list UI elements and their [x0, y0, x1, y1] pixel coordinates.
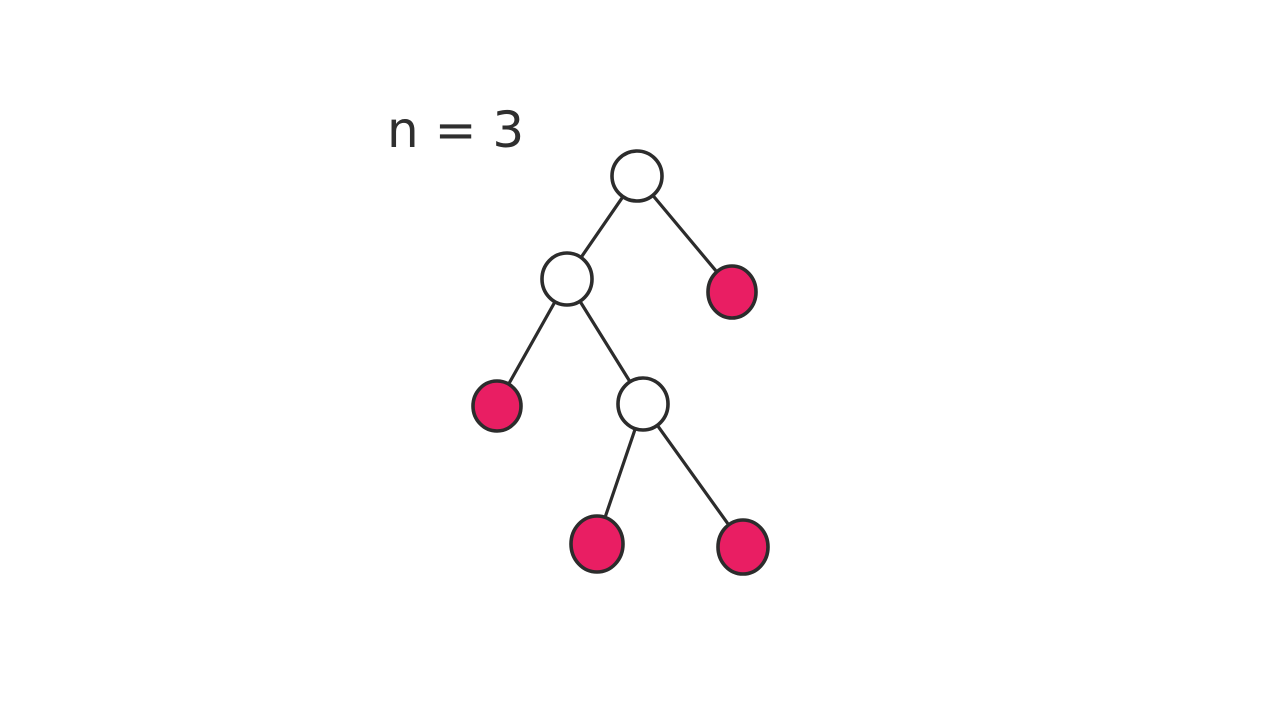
edge-left-to-left-left-leaf [508, 301, 556, 384]
tree-nodes [471, 149, 770, 576]
tree-edges [508, 195, 730, 525]
edge-left-to-left-right [579, 301, 631, 382]
node-root-white-circle [610, 149, 664, 203]
node-left-white-circle [540, 251, 594, 307]
n-equals-3-annotation: n = 3 [387, 101, 524, 159]
node-right-leaf-red-circle [706, 264, 758, 320]
node-left-left-leaf-red-circle [471, 379, 523, 433]
node-left-right-left-leaf-red-circle [569, 514, 625, 574]
edge-left-right-to-left-right-right-leaf [656, 425, 730, 525]
node-left-right-right-leaf-red-circle [716, 518, 770, 576]
edge-root-to-left [580, 196, 624, 258]
edge-left-right-to-left-right-left-leaf [604, 429, 637, 518]
node-left-right-white-circle [616, 376, 670, 432]
edge-root-to-right-leaf [652, 195, 718, 272]
